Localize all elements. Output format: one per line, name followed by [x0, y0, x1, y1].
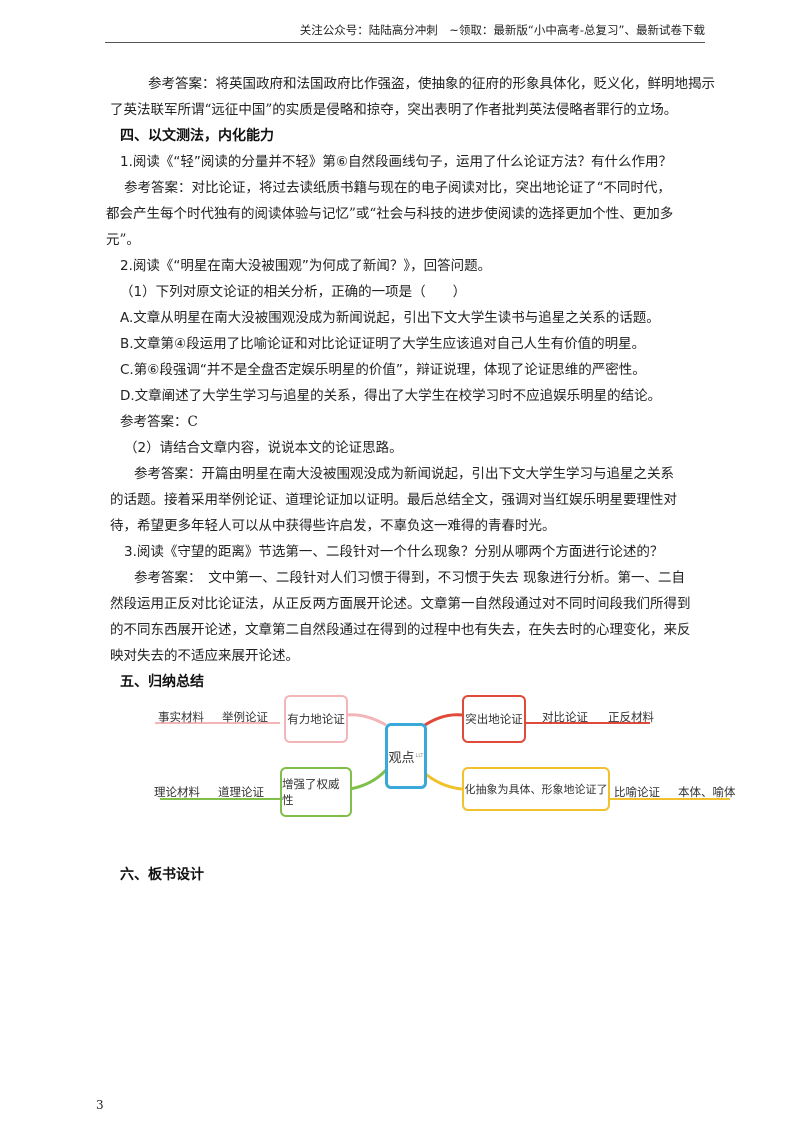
option-c: C.第⑥段强调“并不是全盘否定娱乐明星的价值”，辩证说理，体现了论证思维的严密性…: [120, 362, 646, 378]
answer-3: 然段运用正反对比论证法，从正反两方面展开论述。文章第一自然段通过对不同时间段我们…: [110, 596, 691, 612]
question-1: 1.阅读《“轻”阅读的分量并不轻》第⑥自然段画线句子，运用了什么论证方法？有什么…: [120, 154, 672, 170]
answer-2-2: 的话题。接着采用举例论证、道理论证加以证明。最后总结全文，强调对当红娱乐明星要理…: [110, 492, 677, 508]
answer-1: 都会产生每个时代独有的阅读体验与记忆”或“社会与科技的进步使阅读的选择更加个性、…: [106, 206, 674, 222]
answer-3: 的不同东西展开论述，文章第二自然段通过在得到的过程中也有失去，在失去时的心理变化…: [110, 622, 691, 638]
mindmap-center-label: 观点: [388, 750, 415, 766]
answer-text: 参考答案：将英国政府和法国政府比作强盗，使抽象的征府的形象具体化，贬义化，鲜明地…: [148, 76, 715, 92]
answer-3: 映对失去的不适应来展开论述。: [110, 648, 299, 664]
mindmap-label: 对比论证: [542, 710, 588, 724]
section-heading-6: 六、板书设计: [120, 867, 204, 883]
mindmap-label: 本体、喻体: [678, 785, 736, 799]
mindmap-label: 举例论证: [222, 710, 268, 724]
answer-2-2: 待，希望更多年轻人可以从中获得些许启发，不辜负这一难得的青春时光。: [110, 518, 556, 534]
mindmap-label: 比喻论证: [614, 785, 660, 799]
answer-2-1: 参考答案：C: [120, 414, 198, 430]
mindmap-node-right-bottom: 化抽象为具体、形象地论证了: [462, 767, 610, 811]
mindmap-connectors: [155, 713, 730, 800]
section-heading-5: 五、归纳总结: [120, 674, 204, 690]
mindmap-label: 道理论证: [218, 785, 264, 799]
question-2-2: （2）请结合文章内容，说说本文的论证思路。: [124, 440, 403, 456]
option-b: B.文章第④段运用了比喻论证和对比论证证明了大学生应该追对自己人生有价值的明星。: [120, 336, 646, 352]
option-d: D.文章阐述了大学生学习与追星的关系，得出了大学生在校学习时不应追娱乐明星的结论…: [120, 388, 662, 404]
page-header: 关注公众号：陆陆高分冲刺 ~领取：最新版“小中高考-总复习”、最新试卷下载: [299, 23, 705, 37]
mindmap-node-right-top: 突出地论证: [462, 695, 526, 743]
mindmap-label: 事实材料: [158, 710, 204, 724]
answer-3: 参考答案： 文中第一、二段针对人们习惯于得到，不习惯于失去 现象进行分析。第一、…: [134, 570, 686, 586]
mindmap-node-left-bottom: 增强了权威性: [280, 767, 352, 817]
answer-1: 元”。: [106, 232, 140, 248]
answer-text: 了英法联军所谓“远征中国”的实质是侵略和掠夺，突出表明了作者批判英法侵略者罪行的…: [110, 102, 678, 118]
answer-2-2: 参考答案：开篇由明星在南大没被围观没成为新闻说起，引出下文大学生学习与追星之关系: [134, 466, 674, 482]
page-number: 3: [96, 1098, 104, 1112]
mindmap-label: 理论材料: [154, 785, 200, 799]
answer-1: 参考答案：对比论证，将过去读纸质书籍与现在的电子阅读对比，突出地论证了“不同时代…: [124, 180, 671, 196]
mindmap-center-sublabel: LLT: [415, 753, 424, 759]
option-a: A.文章从明星在南大没被围观没成为新闻说起，引出下文大学生读书与追星之关系的话题…: [120, 310, 660, 326]
question-2-1: （1）下列对原文论证的相关分析，正确的一项是（ ）: [120, 284, 467, 300]
mindmap-node-left-top: 有力地论证: [284, 695, 348, 743]
header-divider: [105, 42, 705, 43]
question-3: 3.阅读《守望的距离》节选第一、二段针对一个什么现象？分别从哪两个方面进行论述的…: [124, 544, 664, 560]
mindmap-label: 正反材料: [608, 710, 654, 724]
section-heading-4: 四、以文测法，内化能力: [120, 128, 274, 144]
question-2: 2.阅读《“明星在南大没被围观”为何成了新闻？》，回答问题。: [120, 258, 492, 274]
